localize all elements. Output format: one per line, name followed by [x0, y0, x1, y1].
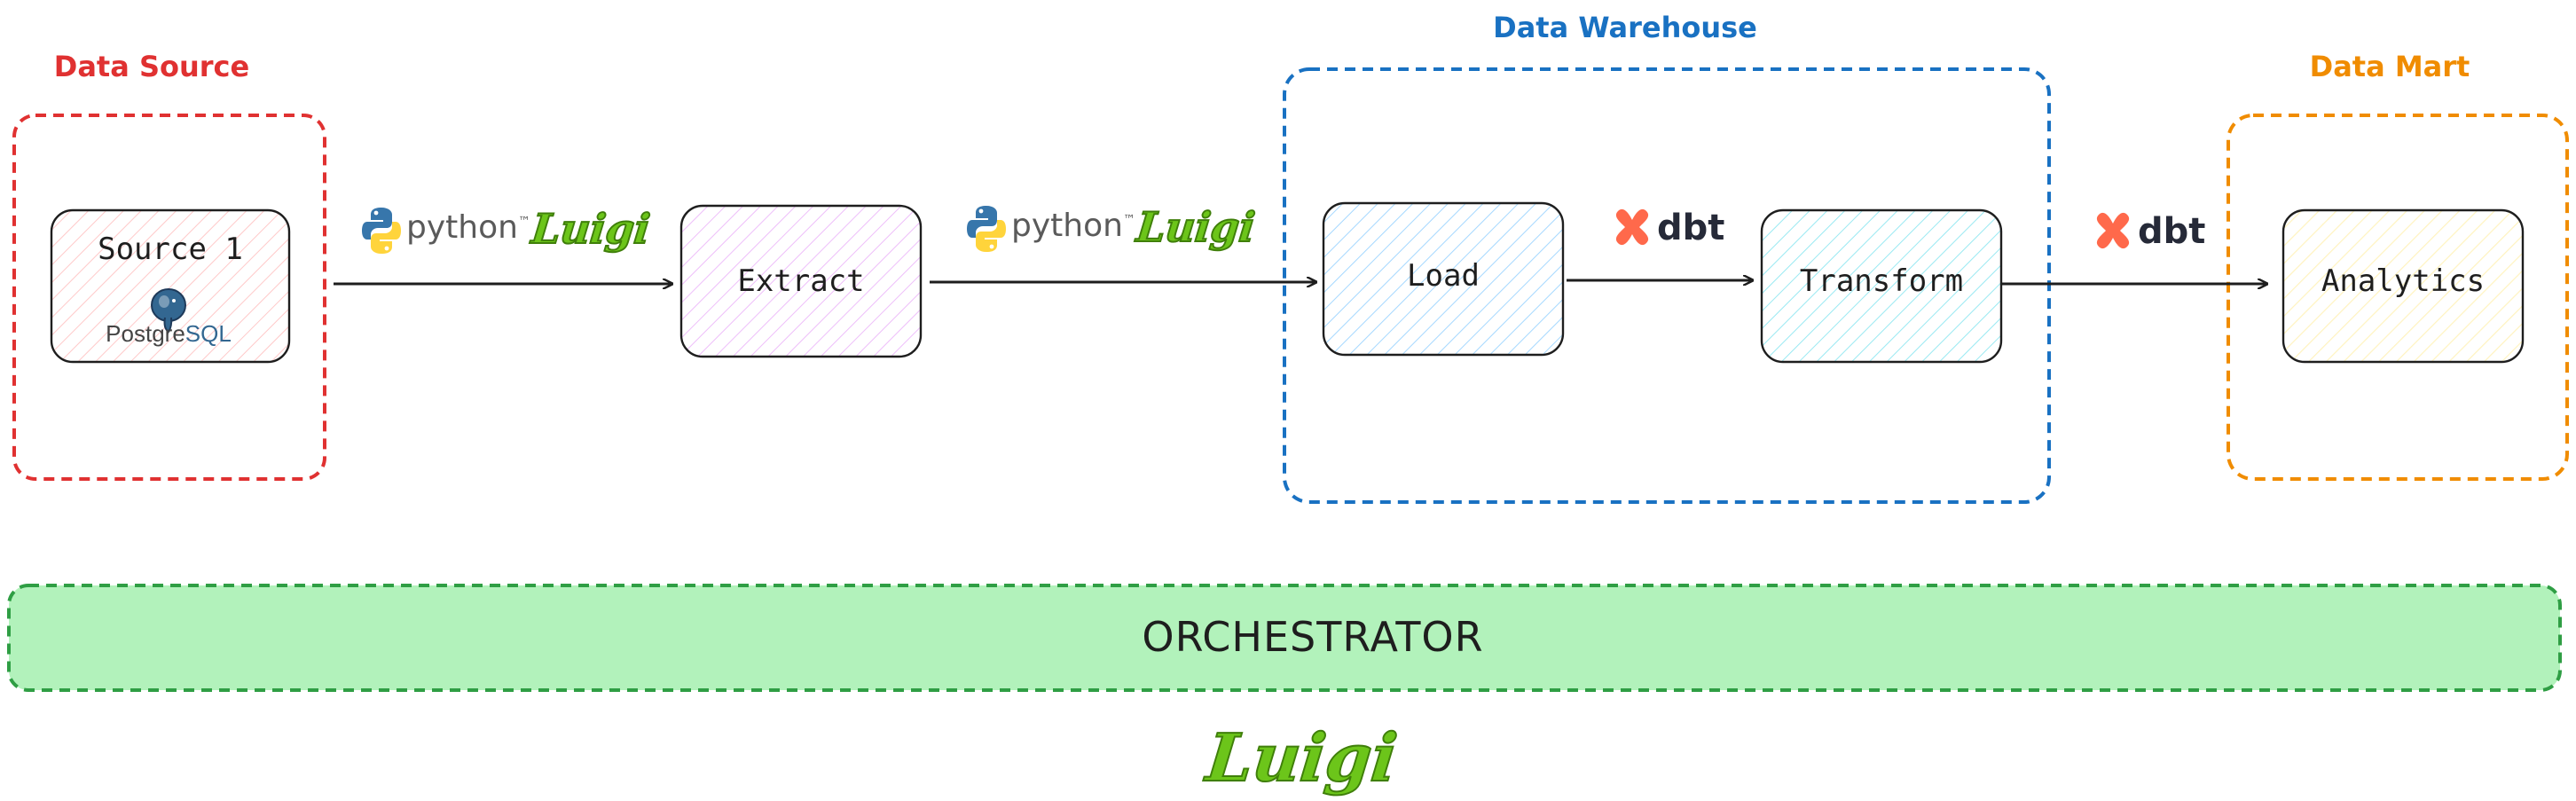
dbt-label-2: dbt: [2138, 211, 2205, 252]
data-mart-group: Data Mart: [2227, 50, 2569, 481]
node-load-label: Load: [1407, 258, 1480, 294]
node-extract-label: Extract: [737, 263, 864, 299]
postgresql-logo-text: PostgreSQL: [106, 320, 232, 347]
python-icon-2: [967, 206, 1006, 252]
luigi-logo-2: Luigi: [1132, 202, 1259, 252]
node-extract: Extract: [679, 204, 923, 358]
edges: [334, 280, 2267, 284]
node-analytics-label: Analytics: [2321, 263, 2485, 299]
dbt-icon-2: [2096, 212, 2130, 249]
postgresql-logo: PostgreSQL: [106, 288, 232, 347]
python-logo-1: python™: [362, 208, 530, 254]
node-analytics: Analytics: [2281, 208, 2525, 364]
python-label-1: python™: [406, 209, 530, 246]
node-transform-label: Transform: [1800, 263, 1963, 299]
luigi-logo-1: Luigi: [527, 204, 654, 254]
python-logo-2: python™: [967, 206, 1135, 252]
dbt-label-1: dbt: [1657, 208, 1724, 248]
luigi-label-1: Luigi: [528, 205, 653, 253]
node-source-1: Source 1 PostgreSQL: [50, 208, 291, 364]
orchestrator-label: ORCHESTRATOR: [1142, 613, 1483, 661]
data-warehouse-group: Data Warehouse: [1283, 11, 2051, 504]
dbt-icon: [1615, 208, 1649, 246]
node-transform: Transform: [1760, 208, 2003, 364]
luigi-label-2: Luigi: [1133, 203, 1258, 251]
python-label-2: python™: [1011, 208, 1135, 244]
orchestrator-bar: ORCHESTRATOR: [7, 584, 2562, 692]
data-source-group: Data Source: [12, 50, 326, 481]
postgres-elephant-icon: [151, 288, 186, 334]
dbt-logo-2: dbt: [2096, 211, 2205, 252]
node-source-1-label: Source 1: [98, 232, 243, 267]
luigi-label-bottom: Luigi: [1201, 719, 1401, 797]
dbt-logo-1: dbt: [1615, 208, 1724, 248]
data-warehouse-title: Data Warehouse: [1493, 11, 1757, 44]
python-icon: [362, 208, 401, 254]
luigi-logo-bottom: Luigi: [1200, 719, 1402, 797]
node-load: Load: [1322, 201, 1565, 357]
data-source-title: Data Source: [54, 50, 249, 83]
data-mart-title: Data Mart: [2310, 50, 2470, 83]
